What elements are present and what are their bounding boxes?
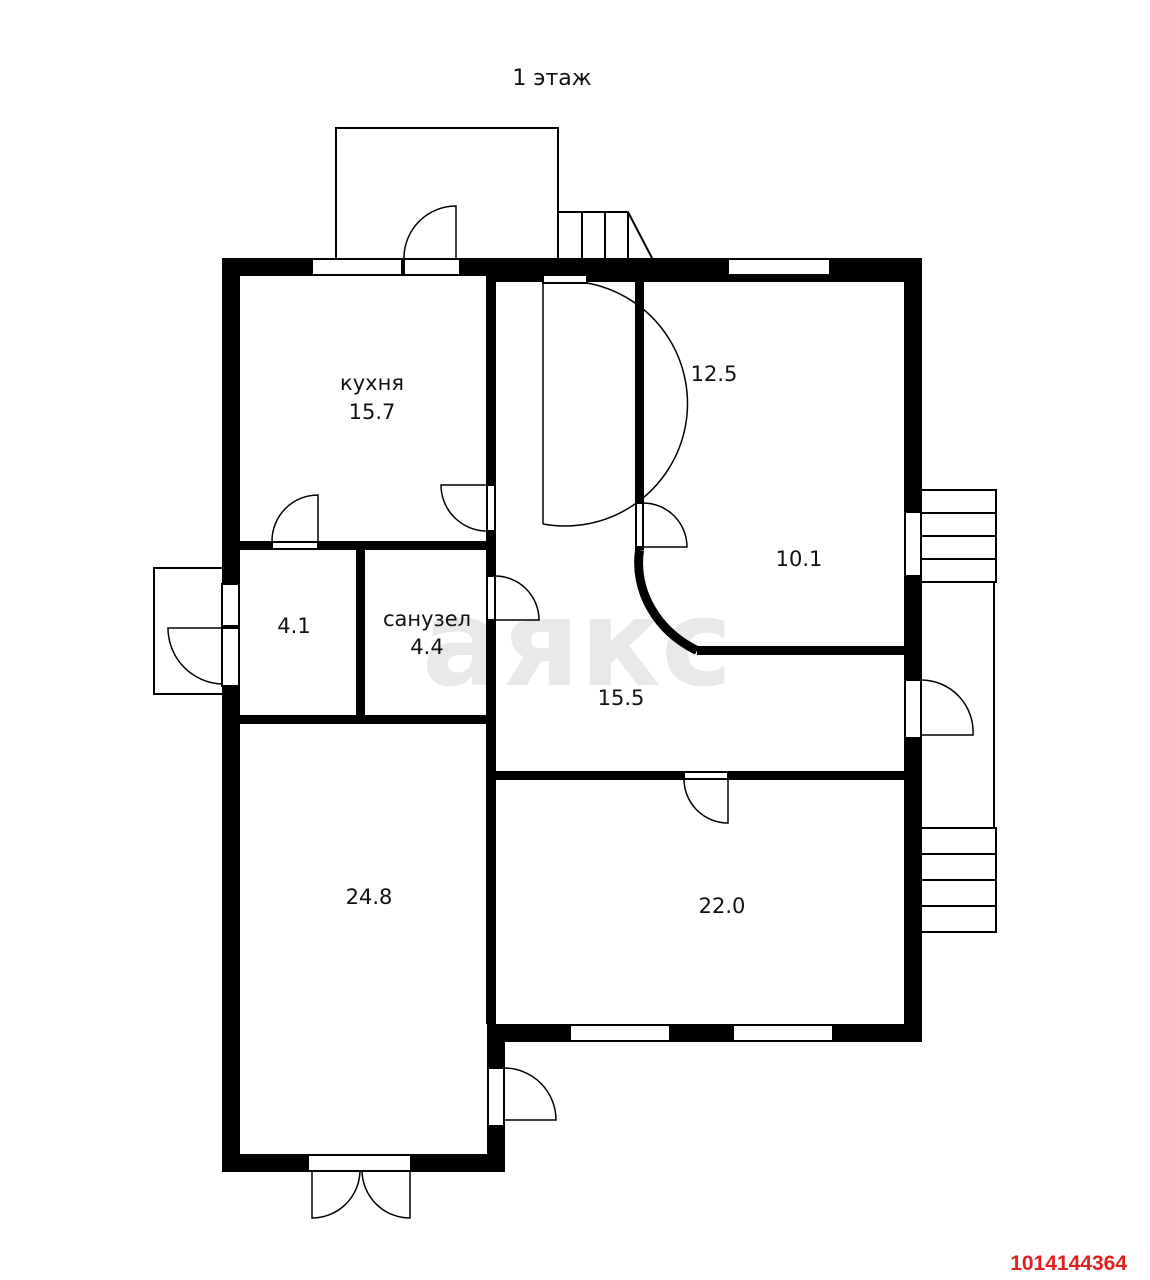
right-steps-upper (922, 489, 997, 583)
room-area: 4.1 (277, 614, 310, 638)
room-area: 24.8 (346, 885, 393, 909)
room-name: кухня (340, 371, 404, 395)
room-bathroom: санузел 4.4 (383, 607, 471, 659)
left-porch (153, 567, 222, 695)
room-area: 10.1 (776, 547, 823, 571)
listing-id: 1014144364 (1010, 1252, 1127, 1275)
door-swings (167, 205, 974, 1219)
room-24-8: 24.8 (346, 885, 393, 909)
right-steps-lower (922, 827, 997, 933)
room-area: 22.0 (699, 894, 746, 918)
top-steps (558, 211, 653, 259)
room-area: 15.5 (598, 686, 645, 710)
room-area: 4.4 (410, 635, 443, 659)
room-area: 15.7 (349, 400, 396, 424)
room-name: санузел (383, 607, 471, 631)
room-22-0: 22.0 (699, 894, 746, 918)
room-12-5: 12.5 (691, 362, 738, 386)
top-porch (335, 127, 559, 261)
floor-title: 1 этаж (512, 66, 591, 91)
room-hall: 15.5 (598, 686, 645, 710)
room-kitchen: кухня 15.7 (340, 371, 404, 424)
room-4-1: 4.1 (277, 614, 310, 638)
room-10-1: 10.1 (776, 547, 823, 571)
room-area: 12.5 (691, 362, 738, 386)
windows (221, 258, 922, 1172)
